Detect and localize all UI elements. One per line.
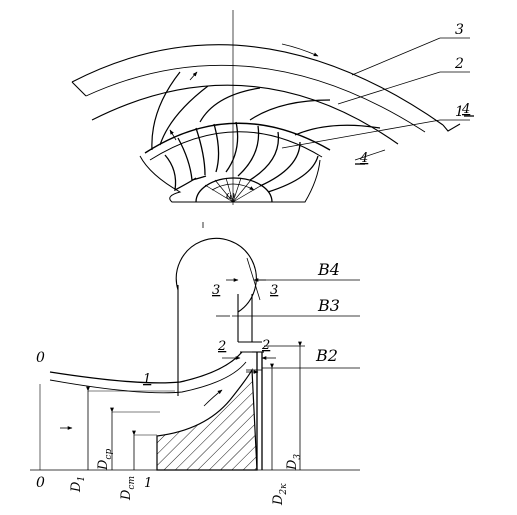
label-part-2: 2: [454, 56, 464, 72]
diameter-d2k: D2к: [271, 483, 289, 506]
diffuser-vanes: [151, 71, 381, 151]
label-part-1: 1: [455, 104, 464, 120]
station-0-top: 0: [36, 350, 45, 366]
section-view: [30, 237, 360, 471]
diameter-labels: D1 Dср Dст D2к D3: [69, 449, 303, 506]
impeller-hub-hatched: [156, 367, 258, 471]
level-lines: [232, 279, 360, 371]
inlet-shroud: [49, 351, 243, 384]
label-section-4-right: 4: [461, 102, 470, 117]
diameter-d3: D3: [285, 454, 303, 471]
diffuser-outer-ring: [91, 84, 399, 145]
inlet-hub-line: [49, 361, 247, 394]
hub-contour: [139, 155, 321, 203]
level-b3-label: B3: [317, 296, 340, 315]
top-view: [71, 10, 474, 228]
impeller-blades: [164, 121, 319, 193]
station-1-bottom: 1: [144, 476, 152, 491]
label-omega: ω: [226, 189, 235, 202]
station-0-bottom: 0: [36, 475, 45, 491]
volute-inner-arc: [85, 64, 426, 133]
level-b4-label: B4: [317, 260, 340, 279]
volute-outer-arc: [71, 44, 444, 126]
diameter-dct: Dст: [119, 476, 137, 501]
diameter-dcp: Dср: [96, 449, 114, 471]
station-3-left: 3: [212, 283, 220, 298]
label-part-3: 3: [455, 22, 464, 38]
label-section-4-left: 4: [359, 151, 368, 166]
leader-lines: [281, 37, 470, 161]
volute-end: [442, 123, 461, 132]
station-2-left: 2: [217, 339, 226, 354]
station-2-right: 2: [261, 338, 270, 353]
station-3-right: 3: [270, 283, 278, 298]
diameter-dimensions: [86, 341, 302, 470]
diameter-d1: D1: [69, 476, 87, 493]
level-b2-label: B2: [315, 346, 338, 365]
volute-section: [175, 237, 257, 313]
shaft-hub: [195, 177, 273, 203]
station-1-top: 1: [143, 372, 151, 387]
